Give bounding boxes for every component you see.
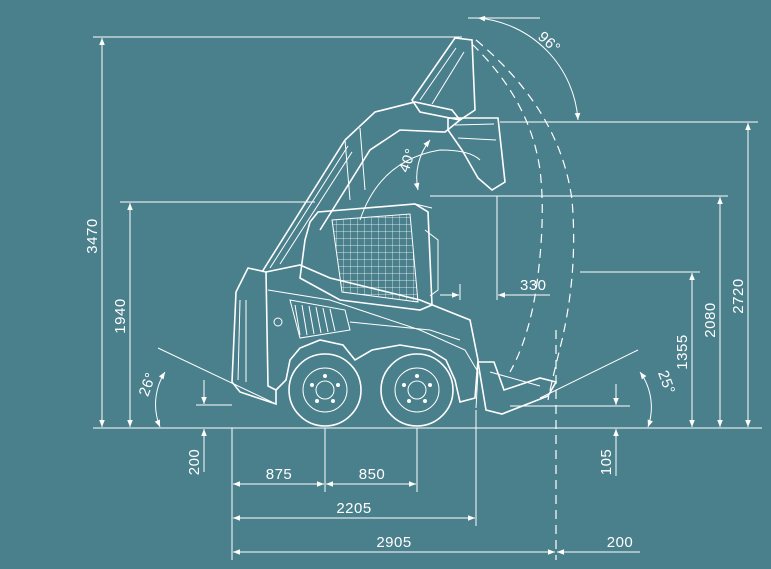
lift-arm-raised: [261, 101, 462, 273]
engine-fins: [294, 304, 336, 336]
angle-26-ref-line: [157, 347, 277, 405]
cab-door-frame: [424, 229, 439, 297]
label-angle-40: 40°: [396, 146, 420, 175]
label-2205: 2205: [336, 500, 371, 517]
label-330: 330: [520, 277, 547, 294]
lift-cylinder: [269, 145, 353, 269]
label-3470: 3470: [84, 218, 101, 253]
label-1355: 1355: [674, 334, 691, 369]
label-850: 850: [359, 466, 386, 483]
cab-side-grill: [331, 213, 419, 303]
bucket-max-height: [411, 37, 476, 121]
bucket-arc-guide: [359, 149, 481, 221]
operator-cab: [299, 203, 433, 311]
label-200-left: 200: [186, 449, 203, 476]
bucket-path-arc-inner: [471, 43, 543, 373]
lift-arm-braces: [344, 127, 366, 201]
front-wheel: [380, 353, 454, 427]
rear-panel-lines: [237, 299, 247, 382]
label-2080: 2080: [702, 302, 719, 337]
bucket-lowered-detail: [489, 371, 541, 387]
bucket-max-detail: [419, 47, 465, 105]
angle-arc-96: [477, 15, 581, 121]
label-2720: 2720: [730, 278, 747, 313]
lift-arm-pivot: [273, 317, 283, 327]
label-875: 875: [266, 466, 293, 483]
skid-steer-loader: [231, 37, 558, 427]
angle-arc-25: [639, 371, 653, 428]
body-crease: [349, 321, 461, 341]
lift-arm-lowered: [267, 289, 479, 409]
angle-25-ref-line: [539, 349, 639, 399]
body-frame: [265, 264, 479, 403]
label-2905: 2905: [376, 534, 411, 551]
rear-wheel: [288, 353, 362, 427]
angle-arc-40: [413, 139, 431, 191]
bucket-dump-detail: [454, 123, 497, 141]
engine-cover: [289, 299, 351, 339]
cab-roof-edge: [414, 203, 433, 209]
label-angle-25: 25°: [654, 368, 678, 397]
angle-arc-26: [154, 371, 166, 428]
bucket-path-arc-outer: [475, 39, 575, 401]
label-105: 105: [598, 449, 615, 476]
bucket-dump-position: [447, 117, 506, 191]
label-200-bottom-right: 200: [607, 534, 634, 551]
label-angle-96: 96°: [534, 28, 563, 57]
label-1940: 1940: [112, 298, 129, 333]
